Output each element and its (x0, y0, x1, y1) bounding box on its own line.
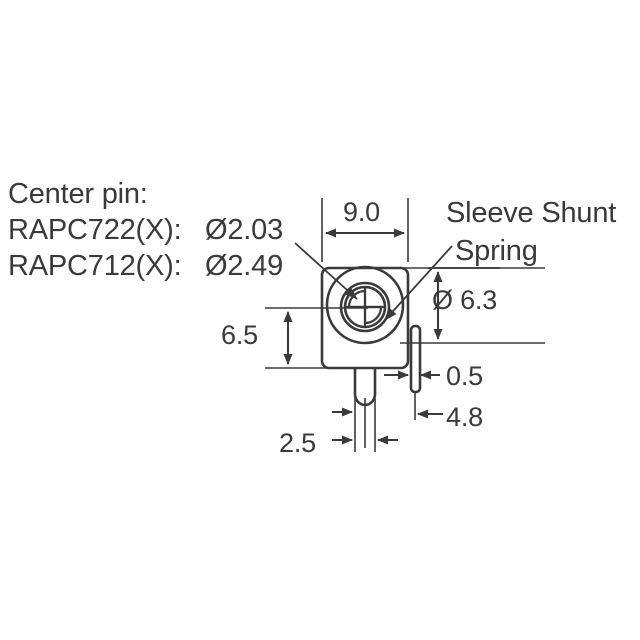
part-diameter-rapc712: Ø2.49 (205, 250, 283, 282)
dimension-value-shunt-thickness: 0.5 (446, 361, 483, 391)
dimension-height-6-5 (265, 307, 368, 369)
callout-spring: Spring (455, 235, 538, 267)
part-diameter-rapc722: Ø2.03 (205, 214, 283, 246)
part-number-rapc712: RAPC712(X): (8, 250, 182, 282)
dimension-value-barrel-diameter: Ø 6.3 (432, 285, 498, 315)
dimension-value-pin-width: 2.5 (279, 428, 316, 458)
dimension-value-width: 9.0 (343, 197, 380, 227)
callout-sleeve-shunt: Sleeve Shunt (446, 197, 617, 229)
part-number-rapc722: RAPC722(X): (8, 214, 182, 246)
dimension-width-9-0 (321, 198, 409, 262)
shunt-spring-tab (409, 324, 422, 394)
sleeve-circle (339, 281, 391, 333)
leader-sleeve-shunt-spring (384, 245, 453, 321)
sleeve-inner-circle (343, 285, 387, 329)
barrel-outer-circle (325, 265, 405, 345)
dimension-shunt-offset-extensions (364, 392, 416, 448)
center-pin-heading: Center pin: (8, 178, 148, 210)
dimension-pin-width-extensions (354, 394, 376, 452)
dimension-value-height: 6.5 (221, 320, 258, 350)
leader-center-pin (294, 242, 358, 300)
dimension-value-shunt-offset: 4.8 (446, 402, 483, 432)
